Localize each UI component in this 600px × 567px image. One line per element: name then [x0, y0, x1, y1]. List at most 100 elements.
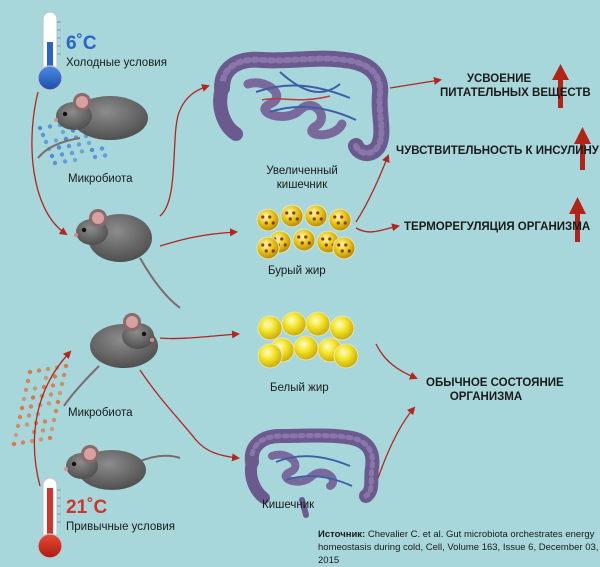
- bacteria-dot: [13, 432, 19, 438]
- enlarged-intestine-label: Увеличенный кишечник: [262, 164, 342, 192]
- fat-cell: [257, 343, 283, 369]
- bacteria-dot: [102, 153, 108, 158]
- fat-cell: [292, 228, 316, 252]
- mitochondria-dot: [300, 241, 304, 245]
- outcome-nutrient-absorption: УСВОЕНИЕ ПИТАТЕЛЬНЫХ ВЕЩЕСТВ: [440, 72, 591, 100]
- bacteria-dot: [62, 159, 68, 164]
- mitochondria-dot: [271, 249, 275, 253]
- source-citation: Источник: Chevalier C. et al. Gut microb…: [318, 528, 600, 567]
- bacteria-dot: [60, 129, 66, 135]
- mitochondria-dot: [312, 217, 316, 221]
- bacteria-dot: [28, 404, 34, 409]
- bacteria-dot: [69, 150, 75, 156]
- fat-cell: [257, 315, 283, 341]
- bacteria-dot: [23, 387, 29, 393]
- bacteria-dot: [36, 368, 42, 373]
- increase-arrows: [552, 64, 591, 242]
- bacteria-dot: [47, 435, 53, 441]
- bacteria-dot: [27, 369, 33, 375]
- bacteria-dot: [40, 132, 46, 138]
- bacteria-dot: [99, 146, 105, 151]
- mitochondria-dot: [340, 249, 344, 253]
- bacteria-dot: [20, 440, 26, 445]
- fat-cell: [304, 204, 328, 228]
- mitochondria-dot: [324, 243, 328, 247]
- arrow-to-thermo: [355, 223, 400, 233]
- arrow-to-nutrients: [389, 76, 442, 89]
- bacteria-dot: [47, 124, 53, 129]
- enlarged-intestine-label-line2: кишечник: [276, 179, 328, 191]
- source-prefix: Источник:: [318, 529, 366, 540]
- fat-cell: [256, 208, 280, 232]
- bacteria-dot: [76, 142, 82, 147]
- fat-cell: [305, 311, 331, 337]
- mitochondria-dot: [288, 217, 292, 221]
- bacteria-dot: [55, 399, 61, 405]
- mitochondria-dot: [264, 249, 268, 253]
- bacteria-dot: [52, 160, 58, 166]
- bacteria-dot: [52, 374, 58, 379]
- outcome-nutrient-line2: ПИТАТЕЛЬНЫХ ВЕЩЕСТВ: [440, 87, 591, 99]
- bacteria-dot: [15, 423, 21, 429]
- arrow-warm-to-mouse: [33, 350, 72, 487]
- fat-cell: [280, 204, 304, 228]
- fat-cell: [332, 236, 356, 260]
- bacteria-dot: [21, 396, 27, 402]
- mitochondria-dot: [316, 211, 320, 215]
- bacteria-dot: [32, 386, 38, 391]
- bacteria-dot: [26, 413, 32, 418]
- intestine-icon: [244, 428, 380, 518]
- bacteria-dot: [38, 437, 44, 442]
- bacteria-dot: [92, 154, 98, 160]
- arrow-to-insulin: [355, 154, 390, 223]
- bacteria-dot: [59, 152, 65, 157]
- bacteria-dot: [53, 408, 59, 414]
- mitochondria-dot: [304, 235, 308, 239]
- mouse-cold-top-icon: [37, 93, 148, 159]
- up-arrow-insulin-icon: [574, 127, 591, 170]
- bacteria-dot: [37, 125, 43, 131]
- bacteria-dot: [42, 419, 48, 424]
- bacteria-dot: [19, 405, 25, 411]
- fat-cell: [256, 236, 280, 260]
- mitochondria-dot: [309, 211, 313, 215]
- mitochondria-dot: [261, 243, 265, 247]
- bacteria-dot: [50, 383, 56, 388]
- mouse-warm-top-icon: [63, 313, 158, 407]
- fat-cell: [281, 311, 307, 337]
- mitochondria-dot: [319, 217, 323, 221]
- mitochondria-dot: [328, 237, 332, 241]
- bacteria-dot: [45, 366, 51, 372]
- mitochondria-dot: [321, 237, 325, 241]
- bacteria-dot: [61, 372, 67, 378]
- flow-arrows: [31, 76, 442, 487]
- bacteria-dot: [63, 363, 69, 369]
- mouse-cold-bottom-icon: [74, 209, 181, 309]
- bacteria-dot: [86, 140, 92, 146]
- bacteria-dot: [49, 153, 55, 159]
- mitochondria-dot: [280, 237, 284, 241]
- enlarged-intestine-icon: [213, 50, 390, 161]
- mitochondria-dot: [307, 241, 311, 245]
- white-fat-label: Белый жир: [270, 382, 329, 394]
- outcome-thermoregulation: ТЕРМОРЕГУЛЯЦИЯ ОРГАНИЗМА: [404, 221, 591, 233]
- warm-temperature: 21˚C: [66, 497, 108, 518]
- bacteria-dot: [43, 139, 49, 145]
- bacteria-dot: [51, 417, 57, 423]
- outcome-normal-line2: ОРГАНИЗМА: [449, 391, 523, 403]
- bacteria-dot: [46, 401, 52, 406]
- mitochondria-dot: [264, 221, 268, 225]
- arrow-mouse-to-brown-fat: [159, 228, 238, 247]
- bacteria-dot: [59, 381, 65, 387]
- fat-cell: [333, 343, 359, 369]
- bacteria-dot: [49, 426, 55, 432]
- mitochondria-dot: [337, 243, 341, 247]
- mitochondria-dot: [333, 215, 337, 219]
- bacteria-dot: [89, 147, 95, 153]
- mitochondria-dot: [268, 215, 272, 219]
- mitochondria-dot: [344, 243, 348, 247]
- bacteria-dot: [66, 143, 72, 149]
- bacteria-dot: [79, 149, 85, 154]
- intestine-label: Кишечник: [262, 499, 315, 511]
